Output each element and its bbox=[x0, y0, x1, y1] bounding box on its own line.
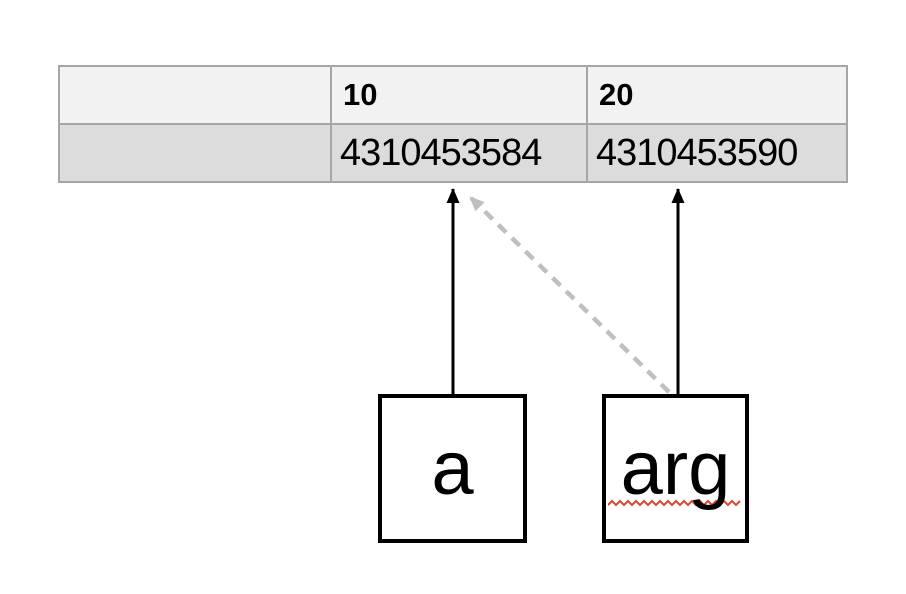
spellcheck-squiggle-icon bbox=[608, 499, 741, 507]
table-address-cell-empty bbox=[60, 125, 330, 181]
table-header-cell-value-20: 20 bbox=[588, 67, 846, 123]
table-address-cell-first: 4310453584 bbox=[332, 125, 586, 181]
dashed-arrow-arg-to-old-address bbox=[468, 195, 671, 394]
table-header-cell-empty bbox=[60, 67, 330, 123]
memory-table: 10 20 4310453584 4310453590 bbox=[58, 65, 848, 183]
variable-box-arg: arg bbox=[602, 394, 749, 543]
table-header-cell-value-10: 10 bbox=[332, 67, 586, 123]
table-address-cell-second: 4310453590 bbox=[588, 125, 846, 181]
variable-label-a: a bbox=[431, 425, 474, 511]
variable-label-arg: arg bbox=[620, 425, 731, 511]
variable-box-a: a bbox=[378, 394, 527, 543]
